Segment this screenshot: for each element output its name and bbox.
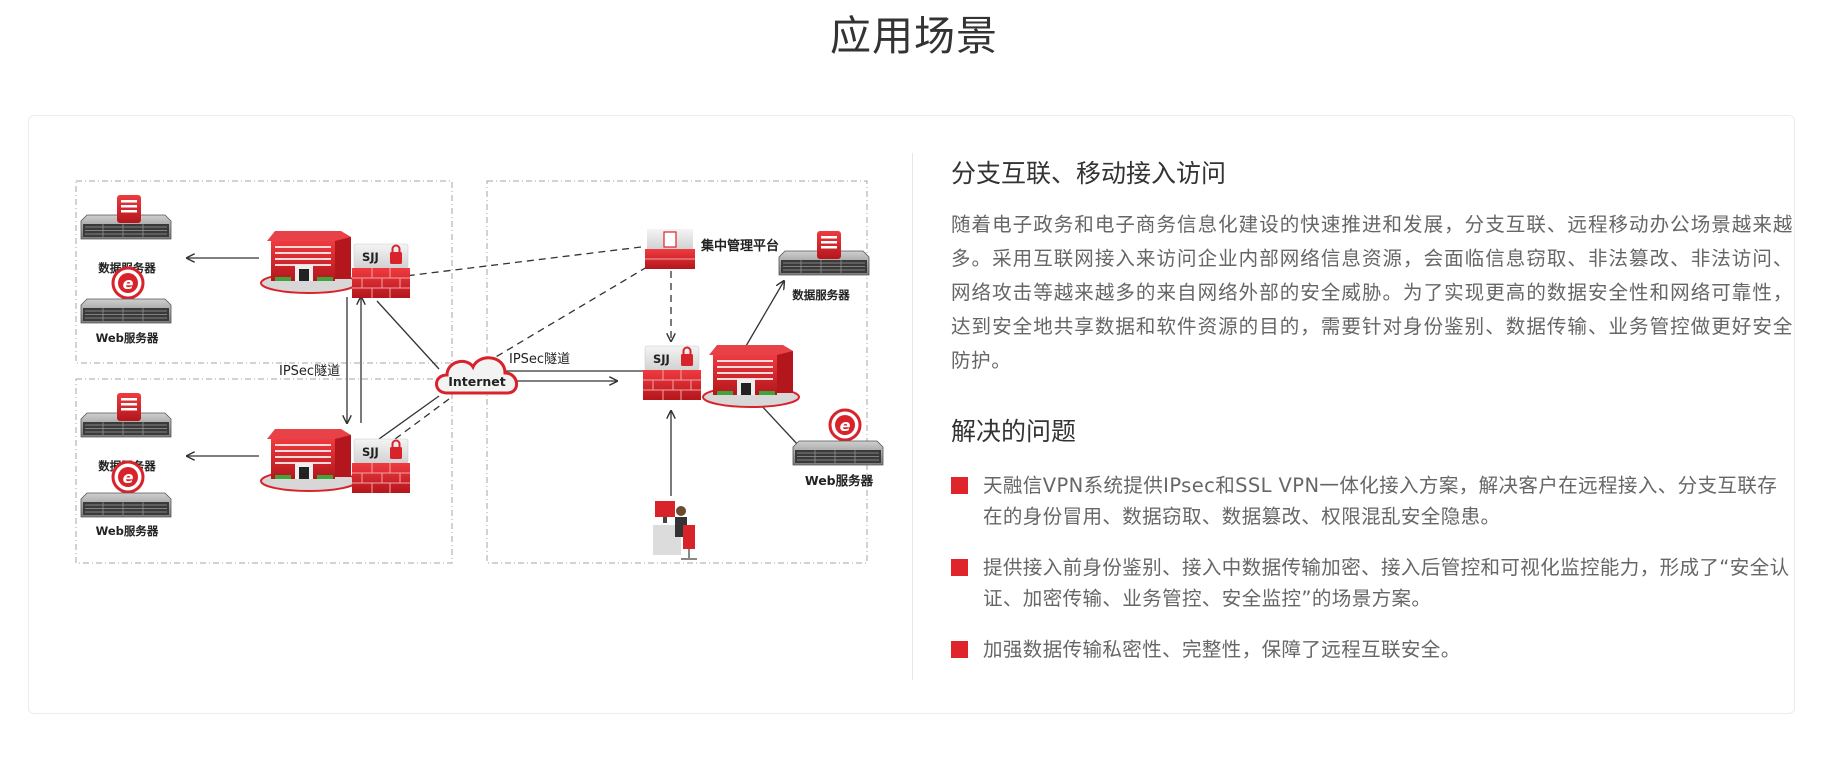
page-title: 应用场景 (830, 12, 998, 60)
sjj-label: SJJ (653, 352, 670, 366)
web-server-icon (792, 408, 884, 466)
sjj-label: SJJ (362, 445, 379, 459)
sjj-firewall-icon (351, 438, 411, 494)
sjj-label: SJJ (362, 250, 379, 264)
list-item: 加强数据传输私密性、完整性，保障了远程互联安全。 (951, 634, 1793, 665)
branch-zone-top (75, 180, 453, 364)
list-item: 天融信VPN系统提供IPsec和SSL VPN一体化接入方案，解决客户在远程接入… (951, 470, 1793, 532)
zone-boxes (75, 180, 868, 564)
red-square-bullet-icon (951, 559, 968, 576)
red-square-bullet-icon (951, 477, 968, 494)
hq-zone (486, 180, 868, 564)
web-server-label: Web服务器 (805, 473, 874, 488)
web-server-label: Web服务器 (96, 331, 159, 345)
link-sjj2-internet-dashed (383, 398, 450, 448)
building-icon (260, 230, 358, 294)
ipsec-tunnel-label-left: IPSec隧道 (279, 363, 340, 379)
branch-zone-bottom (75, 378, 453, 564)
link-internet-sjj2 (378, 395, 440, 440)
web-server-icon (80, 460, 172, 518)
svg-text:Internet: Internet (448, 374, 506, 389)
management-platform-icon (645, 229, 695, 269)
section-heading-problems-solved: 解决的问题 (951, 417, 1077, 446)
ipsec-tunnel-label-right: IPSec隧道 (509, 351, 570, 367)
data-server-label: 数据服务器 (792, 288, 850, 302)
section-heading-branch-access: 分支互联、移动接入访问 (951, 159, 1227, 188)
link-mgmt-sjj1-dashed (381, 246, 642, 279)
link-mgmt-internet-dashed (488, 266, 648, 362)
red-square-bullet-icon (951, 641, 968, 658)
link-bldg3-dataserver (745, 281, 784, 347)
vertical-divider (912, 153, 913, 680)
section-paragraph: 随着电子政务和电子商务信息化建设的快速推进和发展，分支互联、远程移动办公场景越来… (951, 213, 1793, 372)
list-item-text: 提供接入前身份鉴别、接入中数据传输加密、接入后管控和可视化监控能力，形成了“安全… (983, 556, 1790, 610)
link-bldg3-webserver (758, 402, 800, 447)
connections (187, 246, 800, 496)
scenario-card: e (28, 115, 1795, 714)
list-item-text: 加强数据传输私密性、完整性，保障了远程互联安全。 (983, 638, 1461, 661)
problems-list: 天融信VPN系统提供IPsec和SSL VPN一体化接入方案，解决客户在远程接入… (951, 470, 1793, 665)
database-server-icon (778, 231, 870, 276)
sjj-firewall-icon (351, 243, 411, 299)
web-server-label: Web服务器 (96, 524, 159, 538)
network-diagram: e (75, 180, 884, 564)
building-icon (260, 428, 358, 492)
operator-workstation-icon (653, 501, 697, 560)
link-sjj1-internet (376, 300, 440, 370)
internet-cloud-icon: Internet (435, 356, 518, 395)
database-server-icon (80, 195, 172, 240)
building-icon (702, 344, 800, 408)
sjj-firewall-icon (642, 345, 702, 401)
list-item-text: 天融信VPN系统提供IPsec和SSL VPN一体化接入方案，解决客户在远程接入… (983, 474, 1778, 528)
database-server-icon (80, 393, 172, 438)
mgmt-platform-label: 集中管理平台 (700, 238, 779, 254)
web-server-icon (80, 266, 172, 324)
scenario-description: 分支互联、移动接入访问 随着电子政务和电子商务信息化建设的快速推进和发展，分支互… (951, 156, 1793, 685)
list-item: 提供接入前身份鉴别、接入中数据传输加密、接入后管控和可视化监控能力，形成了“安全… (951, 552, 1793, 614)
